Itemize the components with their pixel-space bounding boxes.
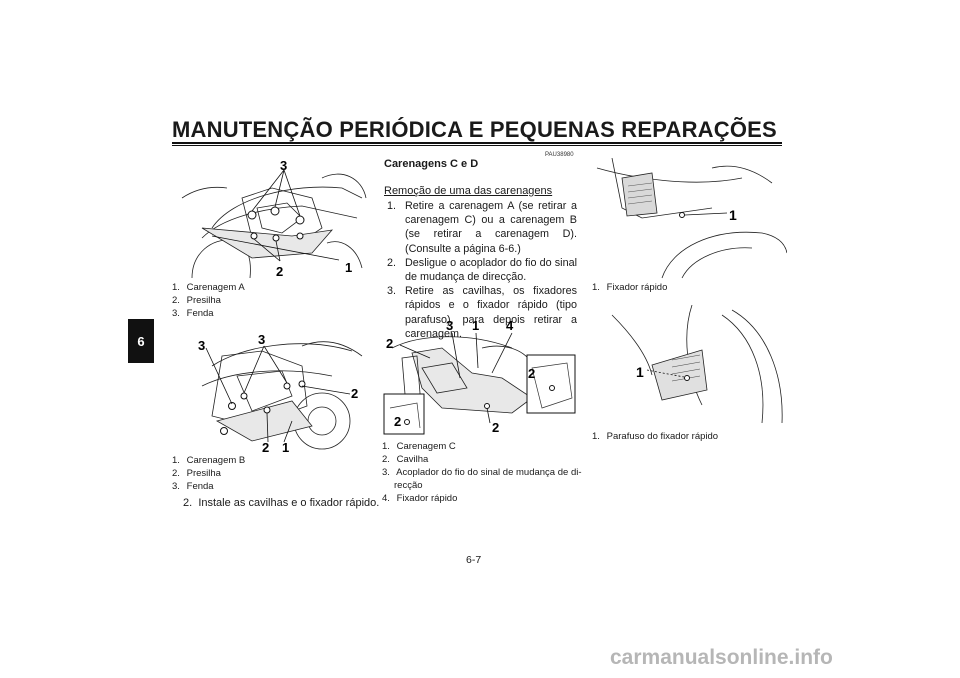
- header-rule-thin: [172, 145, 782, 146]
- callout-2: 2: [276, 264, 283, 279]
- page-title: MANUTENÇÃO PERIÓDICA E PEQUENAS REPARAÇÕ…: [172, 117, 777, 142]
- figure-quick-fastener-illustration: 1: [596, 158, 787, 279]
- figure2-caption-list: 1. Carenagem B 2. Presilha 3. Fenda: [172, 454, 245, 493]
- figure4-caption-list: 1. Fixador rápido: [592, 281, 667, 294]
- callout-3: 3: [258, 332, 265, 347]
- caption-item: recção: [394, 480, 423, 491]
- step-item: 2.Desligue o acoplador do fio do sinal d…: [387, 256, 577, 284]
- callout-1: 1: [472, 318, 479, 333]
- caption-item: 1. Carenagem A: [172, 282, 245, 293]
- callout-2: 2: [528, 366, 535, 381]
- callout-2: 2: [351, 386, 358, 401]
- figure-fairing-c-illustration: 3 1 4 2 2 2 2: [383, 318, 576, 435]
- callout-1: 1: [345, 260, 352, 275]
- figure3-caption-list: 1. Carenagem C 2. Cavilha 3. Acoplador d…: [382, 440, 582, 505]
- left-step: 2. Instale as cavilhas e o fixador rápid…: [183, 497, 380, 509]
- caption-item: 3. Fenda: [172, 481, 214, 492]
- callout-2: 2: [262, 440, 269, 452]
- figure-quick-fastener-screw-illustration: 1: [611, 305, 783, 423]
- callout-2: 2: [394, 414, 401, 429]
- caption-item: 3. Acoplador do fio do sinal de mudança …: [382, 467, 582, 478]
- section-heading: Carenagens C e D: [384, 158, 479, 170]
- caption-item: 2. Presilha: [172, 295, 221, 306]
- header-rule: [172, 142, 782, 144]
- caption-item: 1. Parafuso do fixador rápido: [592, 431, 719, 442]
- figure1-caption-list: 1. Carenagem A 2. Presilha 3. Fenda: [172, 281, 245, 320]
- page-number: 6-7: [466, 554, 482, 566]
- footer-watermark: carmanualsonline.info: [610, 646, 833, 669]
- caption-item: 1. Fixador rápido: [592, 282, 668, 293]
- callout-1: 1: [282, 440, 289, 452]
- chapter-tab: 6: [128, 319, 154, 363]
- callout-2: 2: [492, 420, 499, 435]
- callout-3: 3: [446, 318, 453, 333]
- callout-1: 1: [729, 207, 737, 223]
- callout-4: 4: [506, 318, 514, 333]
- callout-3: 3: [198, 338, 205, 353]
- section-subheading: Remoção de uma das carenagens: [384, 185, 553, 197]
- callout-2: 2: [386, 336, 393, 351]
- caption-item: 1. Carenagem B: [172, 455, 246, 466]
- step-item: 3.Retire as cavilhas, os fixadores rápid…: [387, 285, 577, 340]
- caption-item: 1. Carenagem C: [382, 441, 456, 452]
- caption-item: 3. Fenda: [172, 308, 214, 319]
- callout-1: 1: [636, 364, 644, 380]
- figure-fairing-b-illustration: 3 3 2 2 1: [198, 332, 363, 452]
- procedure-steps: 1.Retire a carenagem A (se retirar a car…: [387, 199, 577, 341]
- caption-item: 2. Presilha: [172, 468, 221, 479]
- figure5-caption-list: 1. Parafuso do fixador rápido: [592, 430, 718, 443]
- caption-item: 4. Fixador rápido: [382, 493, 458, 504]
- reference-code: PAU38980: [545, 152, 574, 158]
- step-item: 1.Retire a carenagem A (se retirar a car…: [387, 200, 577, 255]
- figure-fairing-a-illustration: 3 2 1: [181, 158, 367, 279]
- callout-3: 3: [280, 158, 287, 173]
- caption-item: 2. Cavilha: [382, 454, 429, 465]
